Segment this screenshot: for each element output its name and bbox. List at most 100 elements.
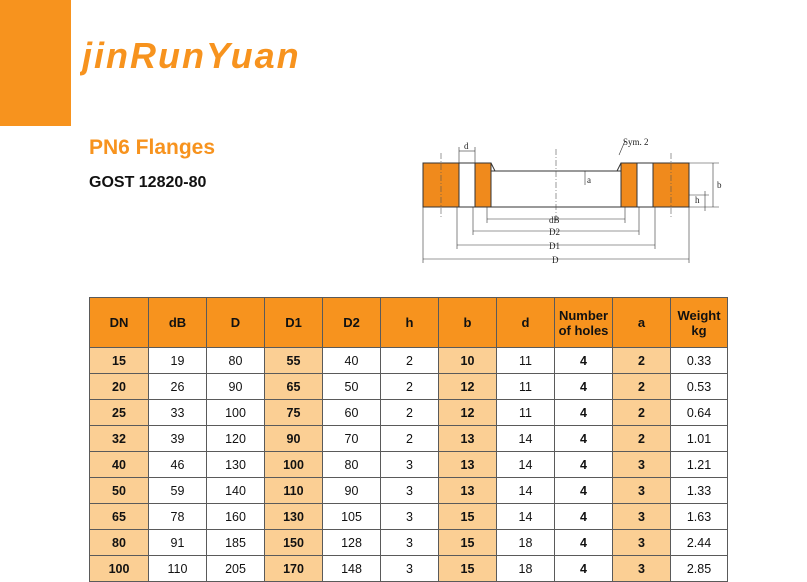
- column-header-text: D1: [285, 315, 302, 330]
- table-cell: 15: [438, 529, 497, 556]
- table-cell: 46: [148, 451, 207, 478]
- page-title: PN6 Flanges: [89, 136, 216, 159]
- table-cell: 3: [612, 503, 671, 530]
- table-cell: 170: [264, 555, 323, 582]
- table-cell: 3: [380, 529, 439, 556]
- table-cell: 11: [496, 399, 555, 426]
- table-cell: 91: [148, 529, 207, 556]
- table-cell: 2: [612, 425, 671, 452]
- table-cell: 15: [89, 347, 149, 374]
- label-d1: D1: [549, 241, 560, 251]
- table-cell: 65: [89, 503, 149, 530]
- table-cell: 130: [206, 451, 265, 478]
- company-logo: jinRunYuan: [80, 35, 299, 76]
- table-cell: 1.63: [670, 503, 728, 530]
- table-cell: 14: [496, 477, 555, 504]
- column-header-text: Number: [558, 307, 609, 323]
- table-cell: 11: [496, 373, 555, 400]
- table-cell: 75: [264, 399, 323, 426]
- label-d2: D2: [549, 227, 560, 237]
- flange-cross-section-drawing: d Sym. 2 a h b dB D2 D1 D: [422, 137, 722, 265]
- table-cell: 4: [554, 399, 613, 426]
- label-h: h: [695, 195, 700, 205]
- table-cell: 19: [148, 347, 207, 374]
- table-cell: 160: [206, 503, 265, 530]
- table-cell: 39: [148, 425, 207, 452]
- table-cell: 33: [148, 399, 207, 426]
- table-cell: 90: [322, 477, 381, 504]
- table-cell: 100: [264, 451, 323, 478]
- table-cell: 205: [206, 555, 265, 582]
- table-cell: 70: [322, 425, 381, 452]
- standard-code: GOST 12820-80: [89, 174, 207, 191]
- table-cell: 2: [612, 399, 671, 426]
- table-cell: 80: [89, 529, 149, 556]
- table-cell: 13: [438, 451, 497, 478]
- table-cell: 60: [322, 399, 381, 426]
- table-cell: 4: [554, 373, 613, 400]
- table-cell: 150: [264, 529, 323, 556]
- table-cell: 4: [554, 555, 613, 582]
- table-cell: 4: [554, 451, 613, 478]
- table-cell: 1.01: [670, 425, 728, 452]
- table-cell: 2: [380, 425, 439, 452]
- table-cell: 25: [89, 399, 149, 426]
- table-cell: 148: [322, 555, 381, 582]
- table-cell: 40: [89, 451, 149, 478]
- table-cell: 185: [206, 529, 265, 556]
- table-cell: 100: [89, 555, 149, 582]
- column-header: a: [612, 297, 671, 348]
- table-cell: 100: [206, 399, 265, 426]
- table-cell: 1.21: [670, 451, 728, 478]
- table-cell: 1.33: [670, 477, 728, 504]
- column-header: D: [206, 297, 265, 348]
- column-header-text: b: [463, 315, 472, 330]
- table-cell: 130: [264, 503, 323, 530]
- table-cell: 110: [148, 555, 207, 582]
- table-cell: 3: [380, 503, 439, 530]
- table-cell: 2.44: [670, 529, 728, 556]
- table-cell: 14: [496, 425, 555, 452]
- table-cell: 12: [438, 399, 497, 426]
- table-cell: 80: [322, 451, 381, 478]
- table-cell: 2: [380, 399, 439, 426]
- column-header: dB: [148, 297, 207, 348]
- table-cell: 4: [554, 503, 613, 530]
- column-header-text: DN: [109, 315, 129, 330]
- table-cell: 3: [612, 477, 671, 504]
- table-cell: 2.85: [670, 555, 728, 582]
- label-sym: Sym. 2: [623, 137, 649, 147]
- table-cell: 32: [89, 425, 149, 452]
- table-cell: 13: [438, 425, 497, 452]
- table-cell: 78: [148, 503, 207, 530]
- table-cell: 2: [380, 373, 439, 400]
- table-cell: 15: [438, 555, 497, 582]
- table-cell: 65: [264, 373, 323, 400]
- table-cell: 15: [438, 503, 497, 530]
- table-cell: 0.64: [670, 399, 728, 426]
- table-cell: 11: [496, 347, 555, 374]
- column-header-text: dB: [168, 315, 187, 330]
- table-cell: 4: [554, 529, 613, 556]
- column-header: d: [496, 297, 555, 348]
- table-cell: 4: [554, 425, 613, 452]
- table-cell: 14: [496, 451, 555, 478]
- column-header: b: [438, 297, 497, 348]
- column-header: D2: [322, 297, 381, 348]
- table-cell: 13: [438, 477, 497, 504]
- column-header: D1: [264, 297, 323, 348]
- table-cell: 59: [148, 477, 207, 504]
- table-cell: 3: [380, 451, 439, 478]
- table-cell: 12: [438, 373, 497, 400]
- table-cell: 2: [612, 347, 671, 374]
